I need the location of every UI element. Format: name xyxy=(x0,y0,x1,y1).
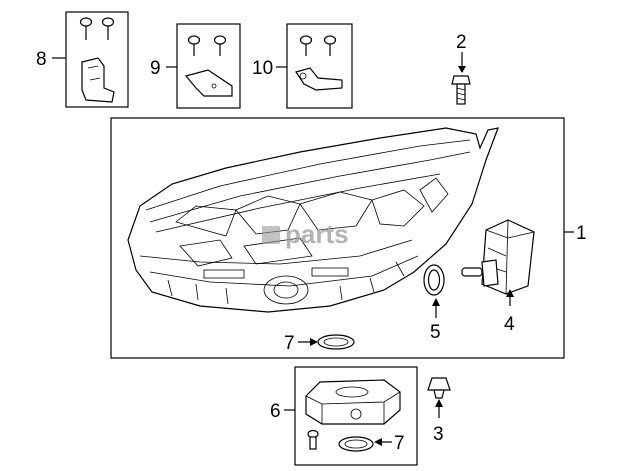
kit-box-10[interactable] xyxy=(286,23,353,109)
screw-icon xyxy=(79,17,93,40)
clip-icon[interactable] xyxy=(427,377,451,399)
callout-5: 5 xyxy=(430,322,441,343)
bracket-icon xyxy=(184,69,233,97)
callout-3: 3 xyxy=(433,424,444,445)
callout-10: 10 xyxy=(252,58,273,79)
headlamp-assembly[interactable] xyxy=(127,127,499,313)
watermark-logo-icon xyxy=(262,226,280,244)
callout-1: 1 xyxy=(576,223,587,244)
bolt-icon[interactable] xyxy=(451,75,471,105)
kit-box-6[interactable] xyxy=(294,366,418,466)
bracket-icon xyxy=(81,57,115,103)
screw-icon xyxy=(307,429,319,450)
callout-7a: 7 xyxy=(284,333,295,354)
callout-7b: 7 xyxy=(394,433,405,454)
screw-icon xyxy=(299,35,313,56)
assembly-box-1 xyxy=(110,117,565,359)
callout-8: 8 xyxy=(36,49,47,70)
bulb-module[interactable] xyxy=(461,219,535,295)
kit-box-8[interactable] xyxy=(65,11,129,108)
o-ring xyxy=(338,436,374,452)
screw-icon xyxy=(213,35,227,56)
callout-9: 9 xyxy=(150,58,161,79)
bracket-icon xyxy=(295,67,343,91)
kit-box-9[interactable] xyxy=(176,23,241,109)
screw-icon xyxy=(101,17,115,40)
seal-ring[interactable] xyxy=(423,264,445,296)
o-ring[interactable] xyxy=(317,334,355,350)
screw-icon xyxy=(187,35,201,56)
watermark: parts xyxy=(285,219,349,249)
control-module-icon xyxy=(305,379,401,425)
callout-4: 4 xyxy=(504,314,515,335)
screw-icon xyxy=(323,35,337,56)
callout-2: 2 xyxy=(456,32,467,53)
callout-6: 6 xyxy=(270,401,281,422)
